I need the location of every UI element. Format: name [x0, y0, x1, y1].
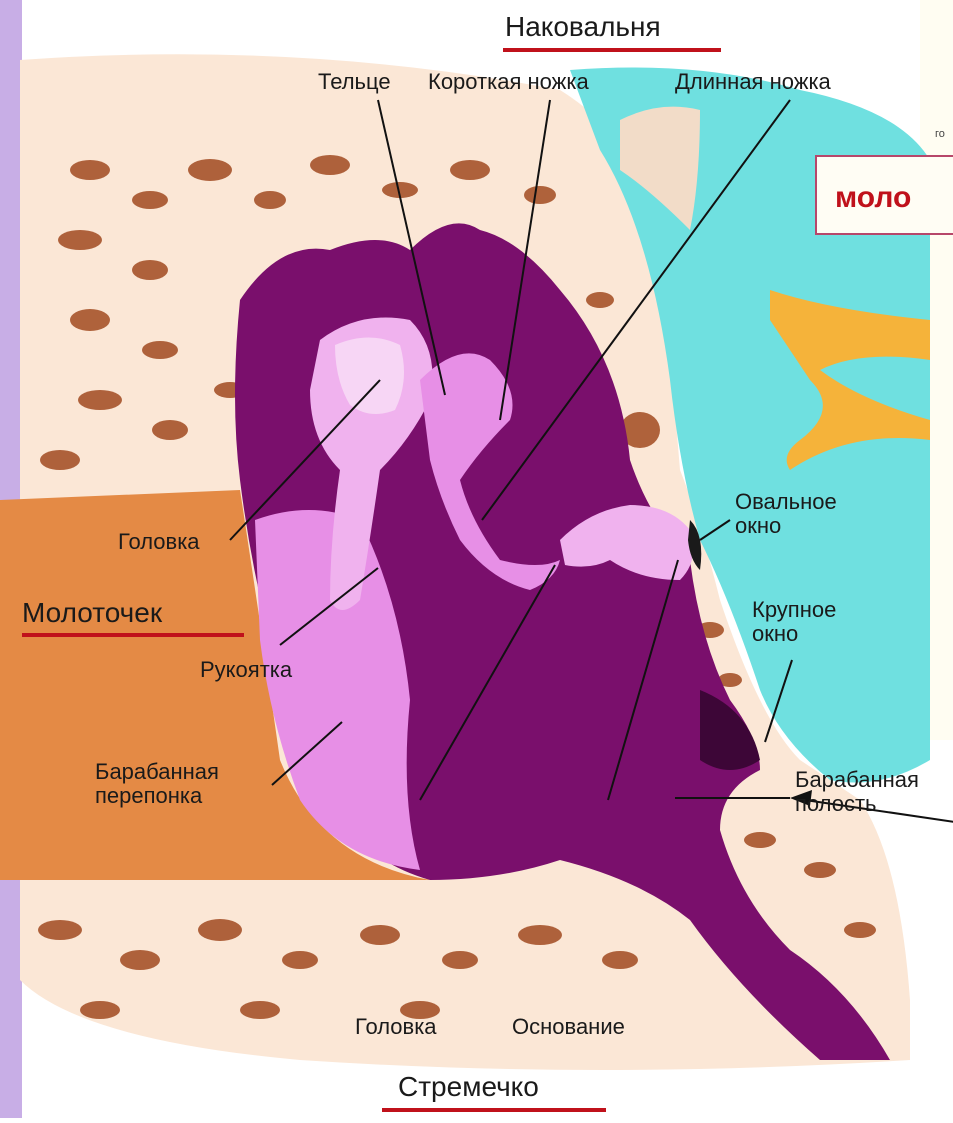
label-long-leg: Длинная ножка [675, 70, 831, 94]
label-telce: Тельце [318, 70, 391, 94]
malleus-title-underline [22, 633, 244, 637]
label-eardrum: Барабанная перепонка [95, 760, 255, 808]
callout-box: моло [815, 155, 953, 235]
incus-title: Наковальня [505, 12, 661, 43]
label-tympanic-cavity: Барабанная полость [795, 768, 953, 816]
label-stapes-base: Основание [512, 1015, 625, 1039]
label-oval-window: Овальное окно [735, 490, 845, 538]
label-malleus-head: Головка [118, 530, 200, 554]
stapes-title-underline [382, 1108, 606, 1112]
label-stapes-head: Головка [355, 1015, 437, 1039]
label-handle: Рукоятка [200, 658, 292, 682]
stapes-title: Стремечко [398, 1072, 539, 1103]
malleus-title: Молоточек [22, 598, 162, 629]
label-short-leg: Короткая ножка [428, 70, 589, 94]
incus-title-underline [503, 48, 721, 52]
truncated-small-text: го [935, 128, 945, 140]
callout-text: моло [835, 181, 911, 215]
label-round-window: Крупное окно [752, 598, 852, 646]
